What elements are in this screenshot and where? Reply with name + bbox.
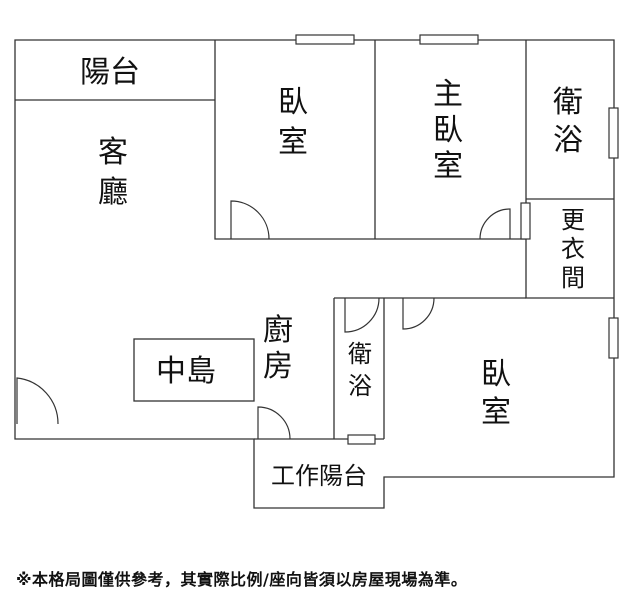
label-bedroom-bottom-2: 室 (481, 395, 511, 430)
door-master (479, 208, 511, 240)
island-counter (133, 338, 255, 402)
disclaimer-text: ※本格局圖僅供參考，其實際比例/座向皆須以房屋現場為準。 (16, 570, 468, 589)
window-bath-top (608, 107, 619, 159)
door-living-entry (16, 377, 59, 425)
window-bedroom-top (295, 34, 355, 45)
floor-plan: 陽台 客 廳 臥 室 主 臥 室 衛 浴 更 衣 間 中島 廚 房 衛 浴 臥 … (14, 34, 619, 509)
label-living-2: 廳 (98, 175, 128, 210)
label-bedroom-top-1: 臥 (278, 85, 308, 120)
door-bath-middle (344, 297, 380, 333)
label-bath-middle-1: 衛 (348, 340, 372, 368)
label-bath-top-2: 浴 (553, 123, 583, 158)
outer-wall (14, 39, 615, 509)
label-master-2: 臥 (433, 113, 463, 148)
door-bedroom-bottom (402, 297, 435, 330)
label-master-1: 主 (433, 77, 463, 112)
door-bedroom-top (230, 200, 270, 240)
wall-lower-block (333, 297, 526, 439)
label-kitchen-1: 廚 (263, 313, 293, 348)
label-master-3: 室 (433, 149, 463, 184)
label-kitchen-2: 房 (263, 349, 293, 384)
label-closet-3: 間 (561, 264, 585, 292)
window-master (419, 34, 479, 45)
window-bath-middle (347, 434, 376, 445)
label-closet-2: 衣 (561, 235, 585, 263)
label-island: 中島 (156, 354, 216, 389)
window-bedroom-bottom (608, 317, 619, 359)
window-closet (520, 202, 531, 240)
label-balcony: 陽台 (80, 55, 140, 90)
wall-living-bedroom (214, 40, 526, 240)
label-bath-middle-2: 浴 (348, 372, 372, 400)
label-closet-1: 更 (561, 206, 585, 234)
label-bedroom-top-2: 室 (278, 125, 308, 160)
label-service-balcony: 工作陽台 (271, 462, 367, 490)
label-bath-top-1: 衛 (553, 85, 583, 120)
door-service (257, 406, 291, 440)
label-living-1: 客 (98, 135, 128, 170)
label-bedroom-bottom-1: 臥 (481, 357, 511, 392)
